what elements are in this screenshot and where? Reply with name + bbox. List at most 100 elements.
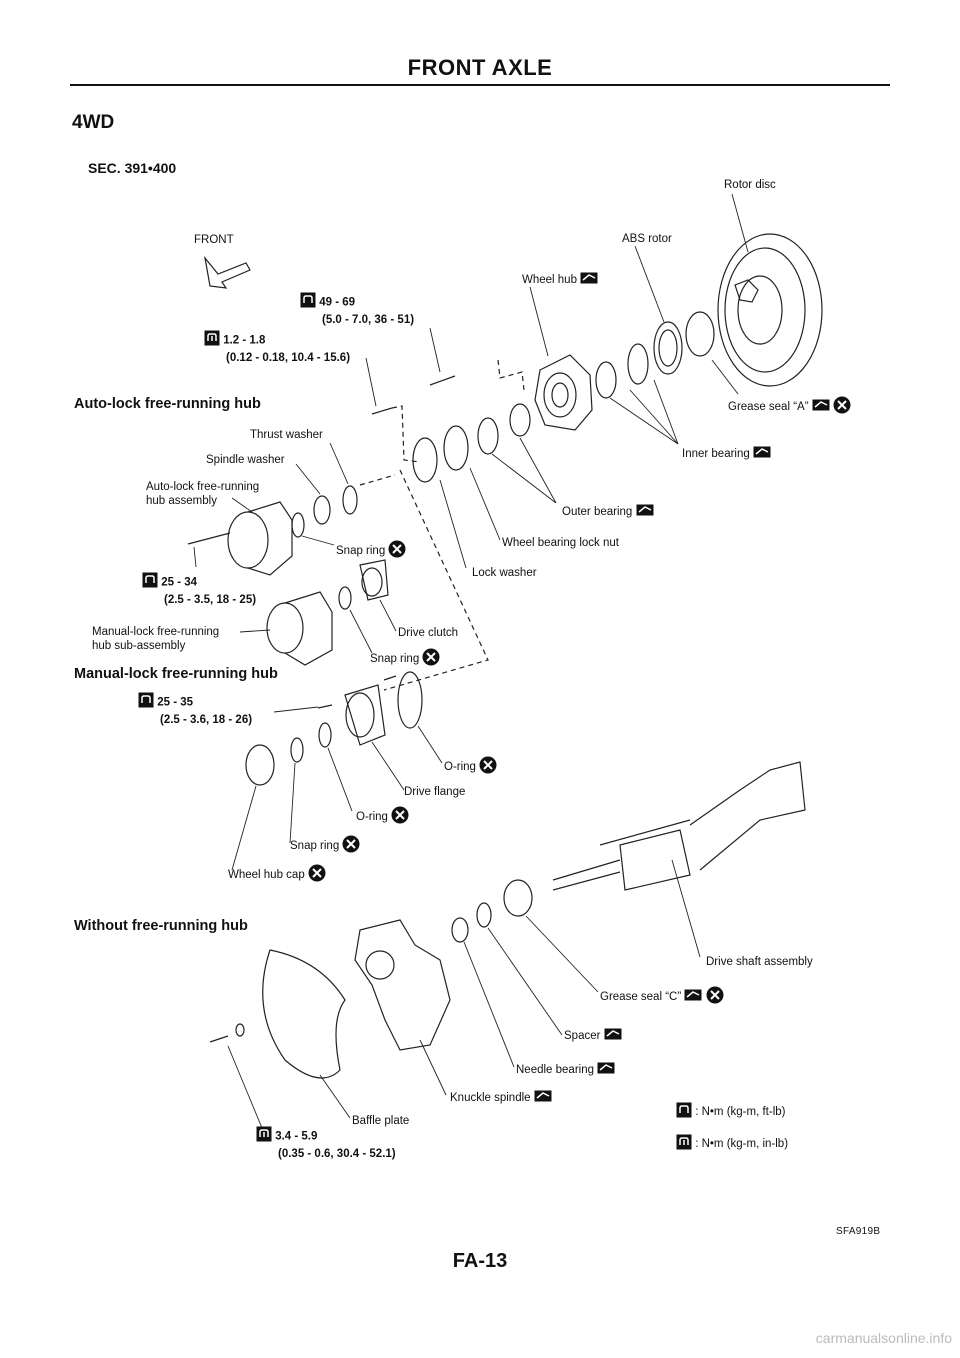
wheel-bearing-lock-nut-part (477, 417, 499, 455)
torque-ftlb-icon (300, 292, 316, 313)
label-outer-bearing-text: Outer bearing (562, 506, 633, 519)
label-snap-ring-2: Snap ring (370, 648, 440, 670)
torque-inlb-icon (204, 330, 220, 351)
label-baffle-plate: Baffle plate (352, 1115, 410, 1127)
section-reference: SEC. 391•400 (88, 160, 177, 176)
torque-spec-5-detail: (0.35 - 0.6, 30.4 - 52.1) (278, 1148, 396, 1160)
label-spindle-washer: Spindle washer (206, 454, 285, 466)
label-abs-rotor: ABS rotor (622, 233, 672, 245)
torque-spec-2-detail: (0.12 - 0.18, 10.4 - 15.6) (226, 352, 351, 364)
torque-spec-3: 25 - 34 (2.5 - 3.5, 18 - 25) (142, 572, 256, 608)
label-spacer: Spacer (564, 1028, 622, 1044)
grease-icon (604, 1028, 622, 1044)
label-o-ring-1: O-ring (444, 756, 497, 778)
label-grease-seal-c: Grease seal “C” (600, 986, 724, 1008)
label-o-ring-1-text: O-ring (444, 761, 476, 774)
label-wheel-hub-cap-text: Wheel hub cap (228, 869, 305, 882)
drive-flange-part (344, 684, 386, 746)
label-wheel-hub-cap: Wheel hub cap (228, 864, 326, 886)
torque-inlb-icon (256, 1126, 272, 1147)
label-manual-lock-line-2: hub sub-assembly (92, 640, 186, 652)
replace-icon (422, 648, 440, 670)
label-auto-lock-hub-assembly: Auto-lock free-running hub assembly (146, 480, 259, 508)
label-spacer-text: Spacer (564, 1030, 601, 1043)
drive-shaft-assembly-part (552, 761, 806, 891)
grease-icon (636, 504, 654, 520)
spindle-washer-part (313, 495, 331, 525)
group-without-free-running-hub: Without free-running hub (74, 918, 248, 934)
torque-spec-4-value: 25 - 35 (157, 696, 194, 709)
torque-ftlb-icon (138, 692, 154, 713)
label-o-ring-2: O-ring (356, 806, 409, 828)
page-number: FA-13 (452, 1250, 508, 1272)
o-ring-2-part (318, 722, 332, 748)
legend-inlb: : N•m (kg-m, in-lb) (676, 1134, 788, 1154)
manual-lock-hub-sub-assembly-part (266, 591, 333, 666)
outer-bearing-part (509, 403, 531, 437)
replace-icon (342, 835, 360, 857)
knuckle-spindle-part (354, 919, 451, 1051)
label-needle-bearing: Needle bearing (516, 1062, 615, 1078)
group-auto-lock-hub: Auto-lock free-running hub (74, 396, 261, 412)
label-snap-ring-3-text: Snap ring (290, 840, 340, 853)
replace-icon (479, 756, 497, 778)
torque-spec-5-value: 3.4 - 5.9 (275, 1130, 318, 1143)
snap-ring-2-part (338, 586, 352, 610)
torque-spec-1-value: 49 - 69 (319, 296, 356, 309)
watermark: carmanualsonline.info (815, 1330, 952, 1346)
label-grease-seal-c-text: Grease seal “C” (600, 991, 682, 1004)
snap-ring-1-part (291, 512, 305, 538)
torque-spec-2: 1.2 - 1.8 (0.12 - 0.18, 10.4 - 15.6) (204, 330, 350, 366)
legend-ftlb: : N•m (kg-m, ft-lb) (676, 1102, 785, 1122)
flange-bolt-part (317, 704, 333, 709)
label-auto-lock-line-1: Auto-lock free-running (146, 481, 260, 493)
replace-icon (391, 806, 409, 828)
grease-icon (534, 1090, 552, 1106)
label-manual-lock-line-1: Manual-lock free-running (92, 626, 220, 638)
torque-spec-5: 3.4 - 5.9 (0.35 - 0.6, 30.4 - 52.1) (256, 1126, 396, 1162)
label-wheel-bearing-lock-nut: Wheel bearing lock nut (502, 537, 619, 549)
label-snap-ring-2-text: Snap ring (370, 653, 420, 666)
header-rule (70, 84, 890, 86)
inner-bearing-part (627, 343, 649, 385)
label-wheel-hub-text: Wheel hub (522, 274, 577, 287)
grease-icon (684, 989, 702, 1005)
spacer-part (476, 902, 492, 928)
snap-ring-3-part (290, 737, 304, 763)
label-rotor-disc: Rotor disc (724, 179, 776, 191)
torque-ftlb-icon (142, 572, 158, 593)
legend-inlb-text: : N•m (kg-m, in-lb) (695, 1138, 789, 1151)
torque-spec-3-value: 25 - 34 (161, 576, 198, 589)
torque-spec-3-detail: (2.5 - 3.5, 18 - 25) (164, 594, 257, 606)
torque-ftlb-icon (676, 1102, 692, 1122)
label-drive-shaft-assembly: Drive shaft assembly (706, 956, 813, 968)
section-title: 4WD (72, 112, 115, 133)
label-snap-ring-1: Snap ring (336, 540, 406, 562)
grease-icon (597, 1062, 615, 1078)
thrust-washer-part (342, 485, 358, 515)
torque-spec-2-value: 1.2 - 1.8 (223, 334, 266, 347)
o-ring-1-part (397, 671, 423, 729)
front-label: FRONT (194, 234, 234, 246)
torque-spec-4-detail: (2.5 - 3.6, 18 - 26) (160, 714, 253, 726)
wheel-hub-cap-part (245, 744, 275, 786)
hub-bolt-part (429, 375, 456, 386)
replace-icon (833, 396, 851, 418)
replace-icon (308, 864, 326, 886)
label-lock-washer: Lock washer (472, 567, 537, 579)
group-manual-lock-hub: Manual-lock free-running hub (74, 666, 278, 682)
baffle-plate-part (262, 949, 346, 1079)
label-snap-ring-1-text: Snap ring (336, 545, 386, 558)
abs-rotor-part (653, 321, 683, 375)
torque-inlb-icon (676, 1134, 692, 1154)
auto-lock-hub-assembly-part (187, 501, 293, 576)
torque-spec-4: 25 - 35 (2.5 - 3.6, 18 - 26) (138, 692, 252, 728)
legend-ftlb-text: : N•m (kg-m, ft-lb) (695, 1106, 786, 1119)
label-drive-clutch: Drive clutch (398, 627, 459, 639)
grease-icon (812, 399, 830, 415)
label-o-ring-2-text: O-ring (356, 811, 388, 824)
label-auto-lock-line-2: hub assembly (146, 495, 217, 507)
baffle-bolt-part (209, 1035, 229, 1043)
label-inner-bearing: Inner bearing (682, 446, 771, 462)
